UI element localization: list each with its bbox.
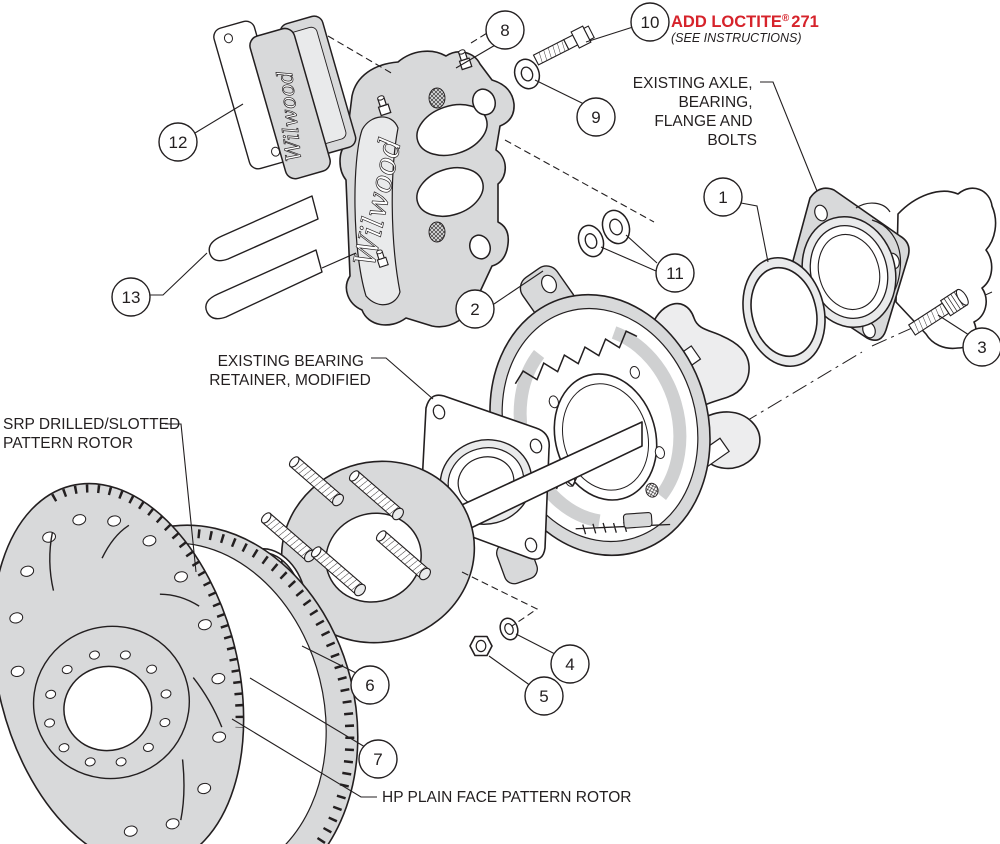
caliper: Wilwood [339, 47, 515, 328]
svg-text:7: 7 [373, 750, 382, 769]
pad-backing: Wilwood [249, 27, 331, 180]
callout-11: 11 [655, 253, 695, 293]
caliper-bore [428, 87, 446, 109]
callout-8: 8 [485, 10, 525, 50]
svg-text:1: 1 [718, 188, 727, 207]
rotor-center-bore [63, 665, 153, 752]
svg-text:9: 9 [591, 108, 600, 127]
callout-3: 3 [962, 327, 1000, 367]
labels: ADD LOCTITE®271 (SEE INSTRUCTIONS) EXIST… [3, 13, 819, 806]
leader-lines [149, 26, 970, 798]
svg-text:2: 2 [470, 300, 479, 319]
retainer-nut [469, 635, 493, 657]
callout-5: 5 [524, 676, 564, 716]
caliper-bolt-washers [577, 209, 631, 258]
svg-text:8: 8 [500, 21, 509, 40]
caliper-mount-hole [468, 234, 492, 260]
return-spring [514, 330, 638, 385]
svg-text:6: 6 [365, 676, 374, 695]
srp-rotor-label: SRP DRILLED/SLOTTED PATTERN ROTOR [3, 416, 185, 452]
caliper-bore [428, 221, 446, 243]
svg-text:13: 13 [122, 288, 141, 307]
callout-2: 2 [455, 289, 495, 329]
svg-text:10: 10 [641, 13, 660, 32]
callout-13: 13 [111, 277, 151, 317]
bearing-retainer-label: EXISTING BEARING RETAINER, MODIFIED [209, 353, 371, 389]
svg-text:3: 3 [977, 338, 986, 357]
flange-bolt [907, 288, 969, 336]
caliper-bolt [532, 25, 595, 66]
loctite-sublabel: (SEE INSTRUCTIONS) [671, 31, 802, 45]
callout-1: 1 [703, 177, 743, 217]
axle-housing [895, 187, 997, 350]
callout-4: 4 [550, 644, 590, 684]
o-ring [742, 256, 826, 368]
caliper-washer [513, 58, 541, 90]
callout-6: 6 [350, 665, 390, 705]
hp-rotor-label: HP PLAIN FACE PATTERN ROTOR [382, 789, 631, 806]
caliper-logo-band [354, 116, 401, 306]
axle-bearing-flange [788, 187, 910, 341]
caliper-mount-hole [471, 88, 497, 116]
callouts: 1 2 3 4 5 6 7 8 9 10 11 12 13 [111, 2, 1000, 779]
svg-text:4: 4 [565, 655, 574, 674]
shoe-holddown [645, 482, 659, 498]
alignment-lines [327, 29, 655, 627]
retainer-pins [205, 195, 357, 320]
callout-9: 9 [576, 97, 616, 137]
caliper-window [416, 166, 484, 218]
drilled-holes [9, 514, 227, 837]
loctite-label: ADD LOCTITE®271 [671, 13, 819, 31]
callout-12: 12 [158, 122, 198, 162]
brake-pads: Wilwood [213, 15, 357, 180]
rotor-slots [49, 524, 223, 821]
caliper-window [416, 103, 488, 157]
callout-7: 7 [358, 739, 398, 779]
hat-bolt-holes [44, 650, 172, 767]
callout-10: 10 [630, 2, 670, 42]
existing-axle-label: EXISTING AXLE, BEARING, FLANGE AND BOLTS [633, 75, 757, 149]
adjuster-screw [575, 522, 671, 535]
svg-text:12: 12 [169, 133, 188, 152]
srp-drilled-rotor [0, 482, 245, 844]
svg-text:11: 11 [666, 264, 684, 283]
brake-shoe-right [611, 326, 687, 500]
retainer-washer [499, 617, 519, 641]
svg-text:5: 5 [539, 687, 548, 706]
